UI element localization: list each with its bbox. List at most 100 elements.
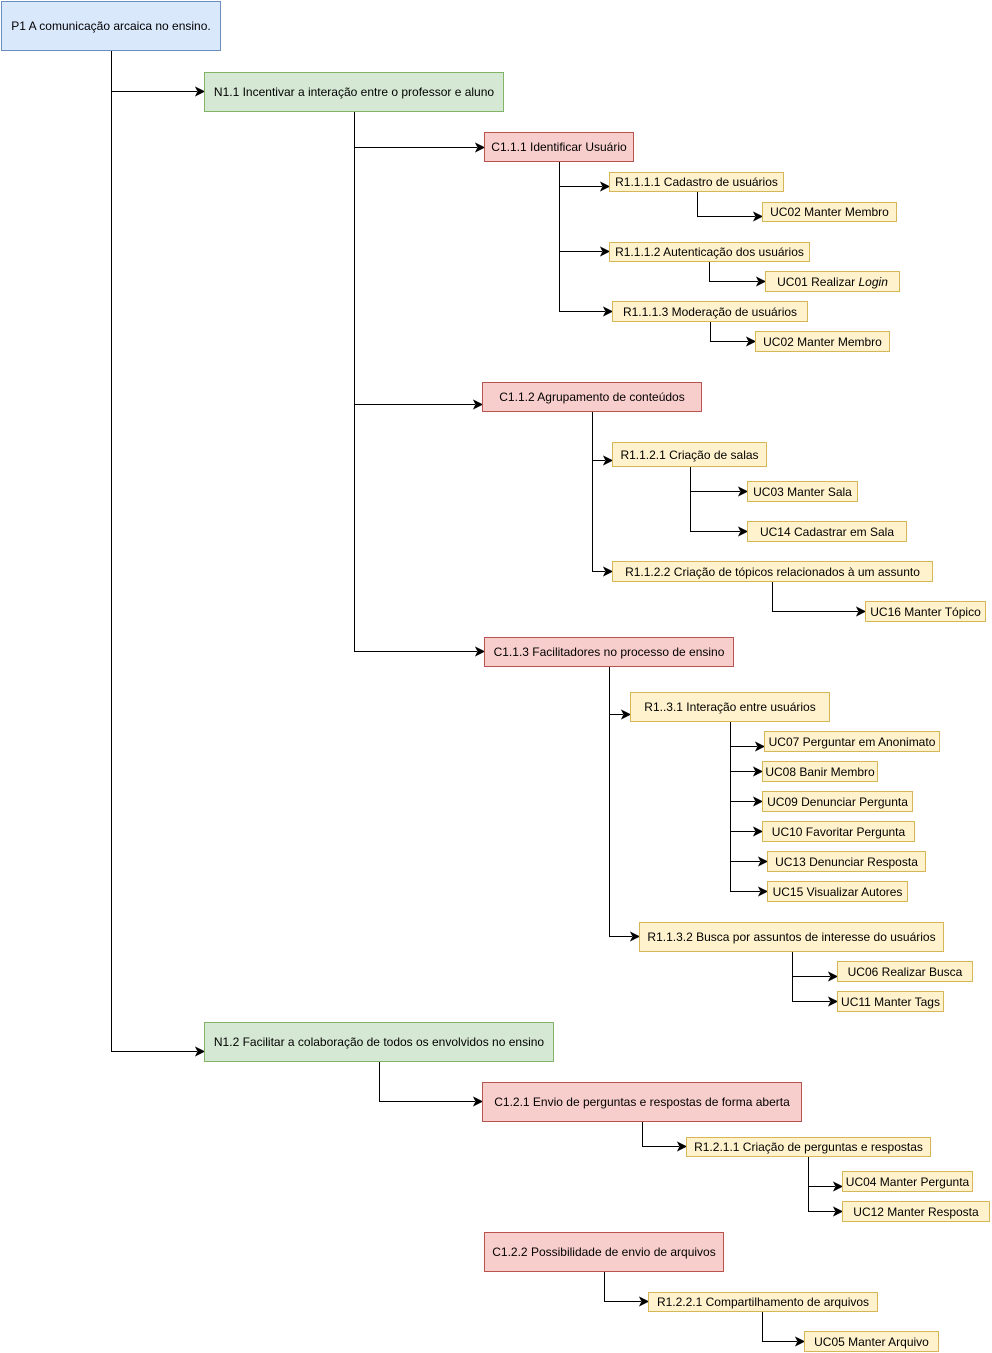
edge-r1-1-1-2-uc01 — [709, 262, 767, 287]
arrowhead — [794, 1336, 806, 1347]
edge-c1-1-1-r3 — [559, 162, 614, 317]
arrowhead — [757, 856, 769, 867]
need-node-n1-1[interactable]: N1.1 Incentivar a interação entre o prof… — [204, 72, 504, 112]
characteristic-node-c1-2-1[interactable]: C1.2.1 Envio de perguntas e respostas de… — [482, 1082, 802, 1122]
edge-r1-3-1-uc10 — [730, 722, 764, 837]
edge-c1-2-1-r1 — [642, 1122, 688, 1152]
arrowhead — [602, 455, 614, 466]
use-case-node-uc04[interactable]: UC04 Manter Pergunta — [842, 1171, 973, 1192]
use-case-node-uc05[interactable]: UC05 Manter Arquivo — [804, 1331, 939, 1352]
edge-r1-3-1-uc07 — [730, 722, 766, 752]
use-case-label: UC16 Manter Tópico — [870, 604, 981, 619]
characteristic-node-c1-1-3[interactable]: C1.1.3 Facilitadores no processo de ensi… — [484, 637, 734, 667]
use-case-node-uc07[interactable]: UC07 Perguntar em Anonimato — [764, 731, 940, 752]
connector-line — [690, 467, 740, 532]
problem-node[interactable]: P1 A comunicação arcaica no ensino. — [1, 1, 221, 51]
connector-line — [609, 667, 623, 715]
need-label: N1.1 Incentivar a interação entre o prof… — [213, 85, 495, 99]
requirement-node-r1-1-3-2[interactable]: R1.1.3.2 Busca por assuntos de interesse… — [639, 922, 944, 952]
requirement-node-r1-1-2-1[interactable]: R1.1.2.1 Criação de salas — [612, 442, 767, 467]
requirement-label: R1..3.1 Interação entre usuários — [644, 700, 816, 714]
use-case-node-uc15[interactable]: UC15 Visualizar Autores — [767, 881, 908, 902]
characteristic-node-c1-1-1[interactable]: C1.1.1 Identificar Usuário — [484, 132, 634, 162]
use-case-node-uc09[interactable]: UC09 Denunciar Pergunta — [762, 791, 913, 812]
edge-n1-1-c1-1-2 — [354, 112, 484, 410]
connector-line — [559, 162, 602, 252]
need-label: N1.2 Facilitar a colaboração de todos os… — [213, 1035, 545, 1049]
connector-line — [730, 722, 760, 862]
use-case-label: UC13 Denunciar Resposta — [775, 854, 918, 869]
edge-r1-1-3-2-uc06 — [792, 952, 839, 982]
edge-c1-1-1-r2 — [559, 162, 611, 257]
characteristic-node-c1-2-2[interactable]: C1.2.2 Possibilidade de envio de arquivo… — [484, 1232, 724, 1272]
use-case-node-uc06[interactable]: UC06 Realizar Busca — [837, 961, 973, 982]
characteristic-label: C1.1.2 Agrupamento de conteúdos — [499, 390, 685, 404]
connector-line — [730, 722, 757, 747]
connector-line — [379, 1062, 475, 1102]
requirement-node-r1-1-2-2[interactable]: R1.1.2.2 Criação de tópicos relacionados… — [612, 561, 933, 582]
edge-n1-1-c1-1-1 — [354, 112, 486, 153]
requirement-node-r1-1-3-1[interactable]: R1..3.1 Interação entre usuários — [630, 692, 830, 722]
edge-c1-1-1-r1 — [559, 162, 611, 192]
arrowhead — [737, 486, 749, 497]
requirement-node-r1-1-1-3[interactable]: R1.1.1.3 Moderação de usuários — [612, 301, 808, 322]
connector-line — [559, 162, 602, 187]
use-case-node-uc02-b[interactable]: UC02 Manter Membro — [755, 331, 890, 352]
arrowhead — [599, 246, 611, 257]
use-case-node-uc08[interactable]: UC08 Banir Membro — [762, 761, 878, 782]
requirement-label: R1.1.2.2 Criação de tópicos relacionados… — [625, 564, 920, 579]
arrowhead — [599, 181, 611, 192]
use-case-node-uc14[interactable]: UC14 Cadastrar em Sala — [747, 521, 907, 542]
edge-r1-1-2-1-uc14 — [690, 467, 749, 537]
arrowhead — [472, 399, 484, 410]
edge-r1-1-2-1-uc03 — [690, 467, 749, 497]
connector-line — [762, 1312, 797, 1342]
connector-line — [792, 952, 830, 1002]
arrowhead — [620, 709, 632, 720]
use-case-node-uc13[interactable]: UC13 Denunciar Resposta — [767, 851, 926, 872]
edge-p1-n1-2 — [111, 51, 206, 1057]
arrowhead — [827, 996, 839, 1007]
use-case-node-uc01[interactable]: UC01 Realizar Login — [765, 271, 900, 292]
connector-line — [808, 1157, 835, 1187]
use-case-node-uc02-a[interactable]: UC02 Manter Membro — [762, 202, 897, 222]
arrowhead — [474, 646, 486, 657]
arrowhead — [752, 211, 764, 222]
arrowhead — [752, 796, 764, 807]
use-case-label: UC04 Manter Pergunta — [845, 1174, 970, 1189]
edge-r1-1-1-3-uc02 — [710, 322, 757, 347]
edge-n1-1-c1-1-3 — [354, 112, 486, 657]
use-case-node-uc12[interactable]: UC12 Manter Resposta — [842, 1201, 990, 1222]
requirement-node-r1-2-1-1[interactable]: R1.2.1.1 Criação de perguntas e resposta… — [686, 1137, 931, 1157]
requirement-label: R1.1.1.3 Moderação de usuários — [622, 304, 798, 319]
requirement-label: R1.1.2.1 Criação de salas — [620, 447, 759, 462]
edge-r1-2-1-1-uc12 — [808, 1157, 844, 1217]
requirement-node-r1-2-2-1[interactable]: R1.2.2.1 Compartilhamento de arquivos — [648, 1292, 878, 1312]
arrowhead — [752, 826, 764, 837]
requirement-label: R1.1.3.2 Busca por assuntos de interesse… — [647, 930, 936, 944]
use-case-label: UC09 Denunciar Pergunta — [767, 794, 908, 809]
characteristic-node-c1-1-2[interactable]: C1.1.2 Agrupamento de conteúdos — [482, 382, 702, 412]
use-case-node-uc16[interactable]: UC16 Manter Tópico — [865, 601, 986, 622]
edge-r1-3-1-uc15 — [730, 722, 769, 897]
requirement-node-r1-1-1-1[interactable]: R1.1.1.1 Cadastro de usuários — [609, 172, 784, 192]
use-case-node-uc11[interactable]: UC11 Manter Tags — [837, 991, 944, 1012]
connector-line — [559, 162, 605, 312]
need-node-n1-2[interactable]: N1.2 Facilitar a colaboração de todos os… — [204, 1022, 554, 1062]
use-case-label: UC10 Favoritar Pergunta — [771, 824, 906, 839]
use-case-node-uc10[interactable]: UC10 Favoritar Pergunta — [762, 821, 915, 842]
use-case-label: UC02 Manter Membro — [763, 334, 882, 349]
arrowhead — [676, 1141, 688, 1152]
connector-line — [592, 412, 605, 572]
requirement-node-r1-1-1-2[interactable]: R1.1.1.2 Autenticação dos usuários — [609, 242, 810, 262]
connector-line — [730, 722, 755, 802]
connector-line — [710, 322, 748, 342]
use-case-node-uc03[interactable]: UC03 Manter Sala — [747, 481, 858, 502]
arrowhead — [472, 1096, 484, 1107]
arrowhead — [855, 606, 867, 617]
arrowhead — [752, 766, 764, 777]
connector-line — [792, 952, 830, 977]
arrowhead — [737, 526, 749, 537]
